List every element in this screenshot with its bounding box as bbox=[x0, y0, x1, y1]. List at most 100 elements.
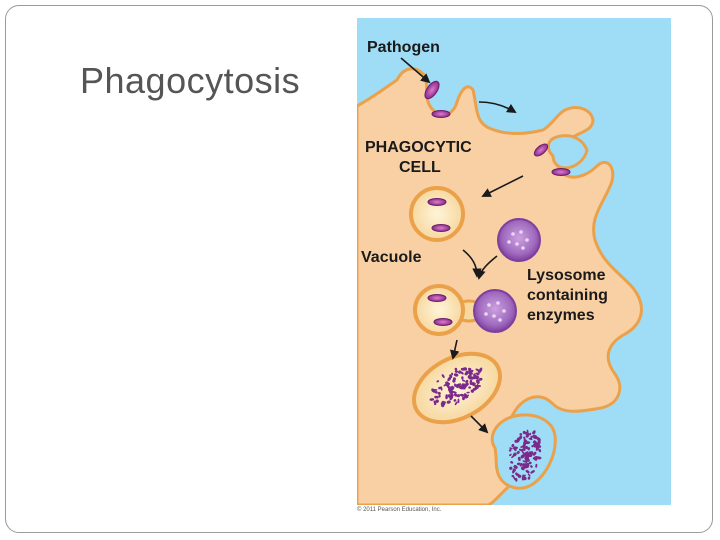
digested-fragment bbox=[468, 367, 472, 372]
debris-fragment bbox=[533, 444, 537, 447]
arrow-pathogen-label bbox=[400, 57, 431, 84]
debris-fragment bbox=[515, 477, 518, 482]
vacuole-1-pathogen-bottom bbox=[431, 224, 451, 232]
debris-fragment bbox=[532, 435, 536, 438]
label-lysosome: Lysosome bbox=[527, 267, 606, 284]
debris-fragment bbox=[530, 465, 533, 468]
digested-fragment bbox=[446, 400, 451, 404]
digested-fragment bbox=[468, 376, 472, 380]
phagocytosis-diagram: Pathogen PHAGOCYTIC CELL Vacuole Lysosom… bbox=[357, 18, 671, 505]
digested-fragment bbox=[453, 373, 459, 377]
debris-fragment bbox=[516, 462, 521, 466]
debris-fragment bbox=[532, 431, 536, 435]
digested-fragment bbox=[457, 383, 461, 387]
debris-fragment bbox=[517, 439, 520, 442]
digested-fragment bbox=[456, 394, 461, 398]
digested-fragment bbox=[468, 386, 471, 389]
debris-fragment bbox=[518, 448, 522, 451]
digested-fragment bbox=[478, 377, 483, 381]
debris-fragment bbox=[523, 436, 526, 440]
debris-fragment bbox=[519, 463, 522, 467]
phagocytosis-diagram-svg: Pathogen PHAGOCYTIC CELL Vacuole Lysosom… bbox=[357, 18, 671, 505]
slide-title: Phagocytosis bbox=[80, 60, 301, 101]
lysosome-1-enzyme bbox=[519, 230, 523, 234]
digested-fragment bbox=[437, 391, 441, 395]
digested-fragment bbox=[454, 370, 458, 373]
digested-fragment bbox=[436, 380, 440, 383]
arrow-to-vacuole bbox=[481, 175, 524, 197]
digested-fragment bbox=[434, 395, 438, 399]
digested-fragment bbox=[452, 391, 457, 394]
lysosome-2-enzyme bbox=[484, 312, 488, 316]
digested-fragment bbox=[474, 385, 479, 389]
digested-fragment bbox=[469, 379, 473, 384]
debris-fragment bbox=[530, 470, 535, 474]
debris-fragment bbox=[519, 433, 523, 436]
debris-fragment bbox=[522, 460, 528, 463]
debris-fragment bbox=[513, 464, 518, 469]
vacuole-1 bbox=[409, 186, 465, 242]
debris-fragment bbox=[525, 469, 530, 474]
digested-fragment bbox=[476, 368, 481, 374]
digested-fragment bbox=[452, 377, 456, 381]
digested-fragment bbox=[474, 376, 479, 380]
lysosome-1-enzyme bbox=[521, 246, 525, 250]
debris-fragment bbox=[523, 465, 527, 469]
digested-fragment bbox=[467, 371, 474, 375]
vacuole-2-pathogen-bottom bbox=[433, 318, 453, 326]
digested-fragment bbox=[462, 395, 467, 399]
digested-fragment bbox=[475, 372, 479, 375]
digested-fragment bbox=[461, 376, 464, 380]
digested-fragment bbox=[440, 386, 443, 391]
lysosome-1-enzyme bbox=[525, 238, 529, 242]
label-cell: CELL bbox=[399, 159, 441, 176]
digested-fragment bbox=[460, 367, 466, 371]
digested-fragment bbox=[433, 400, 437, 404]
digested-fragment bbox=[445, 382, 451, 386]
digested-fragment bbox=[441, 374, 445, 379]
digested-fragment bbox=[461, 394, 464, 397]
debris-fragment bbox=[538, 445, 542, 448]
debris-fragment bbox=[512, 470, 515, 474]
digested-fragment bbox=[446, 385, 450, 388]
debris-fragment bbox=[516, 450, 520, 455]
debris-fragment bbox=[523, 448, 526, 451]
debris-fragment bbox=[512, 452, 517, 457]
arrow-to-digestion bbox=[449, 339, 460, 360]
extracellular-debris bbox=[508, 429, 542, 482]
debris-fragment bbox=[528, 461, 532, 465]
pathogen-near-membrane bbox=[431, 110, 451, 118]
label-enzymes: enzymes bbox=[527, 307, 595, 324]
digested-fragment bbox=[466, 391, 470, 394]
debris-fragment bbox=[523, 474, 526, 478]
debris-fragment bbox=[531, 445, 534, 448]
debris-fragment bbox=[533, 442, 538, 445]
digested-fragment bbox=[447, 394, 452, 398]
label-containing: containing bbox=[527, 287, 608, 304]
debris-fragment bbox=[530, 435, 533, 439]
pathogen-outside bbox=[424, 80, 440, 100]
pathogen-engulfed-1 bbox=[533, 143, 549, 157]
debris-fragment bbox=[536, 456, 542, 460]
debris-fragment bbox=[524, 451, 529, 455]
digested-fragment bbox=[450, 392, 454, 396]
lysosome-1-enzyme bbox=[515, 242, 519, 246]
debris-fragment bbox=[529, 432, 532, 436]
lysosome-2-enzyme bbox=[492, 314, 496, 318]
debris-fragment bbox=[535, 463, 538, 468]
debris-fragment bbox=[527, 473, 531, 477]
engulfing-pocket bbox=[546, 134, 589, 170]
debris-fragment bbox=[532, 451, 537, 456]
digested-fragment bbox=[457, 398, 460, 404]
digested-fragment bbox=[454, 401, 458, 406]
vacuole-1-pathogen-top bbox=[427, 198, 447, 206]
debris-fragment bbox=[524, 457, 530, 462]
arrow-engulf bbox=[478, 101, 517, 113]
arrow-to-exocytosis bbox=[470, 415, 489, 434]
digested-fragment bbox=[438, 394, 441, 398]
digested-fragment bbox=[429, 398, 435, 401]
digested-fragment bbox=[476, 379, 480, 385]
label-phagocytic: PHAGOCYTIC bbox=[365, 139, 472, 156]
digested-fragment bbox=[454, 384, 457, 387]
debris-fragment bbox=[509, 447, 513, 450]
